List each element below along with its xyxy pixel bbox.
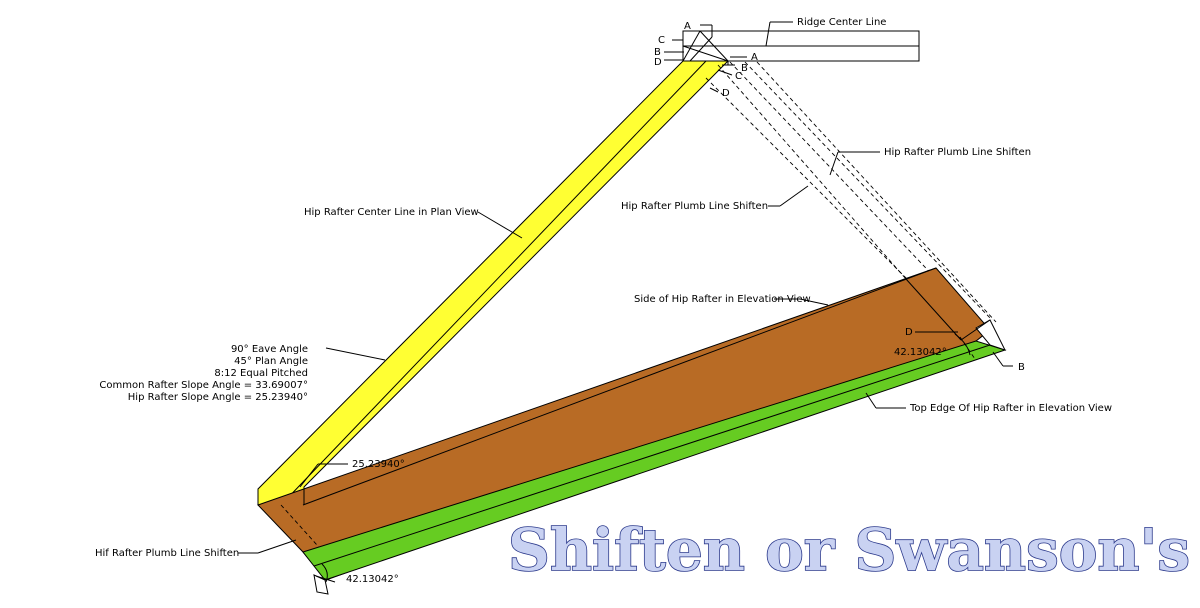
- letter-a-right: A: [751, 52, 758, 63]
- ridge-construction-lines: [664, 24, 747, 93]
- letter-a-top: A: [684, 21, 691, 32]
- label-top-edge-elevation-view: Top Edge Of Hip Rafter in Elevation View: [909, 403, 1112, 414]
- rafter-end-right: [959, 319, 1006, 360]
- ridge-board: [682, 30, 920, 62]
- leader-lines: [238, 21, 1013, 583]
- specification-block: 90° Eave Angle 45° Plan Angle 8:12 Equal…: [99, 344, 308, 403]
- angle-top-right: 42.13042°: [894, 347, 947, 358]
- label-hip-plumb-shiften-right: Hip Rafter Plumb Line Shiften: [884, 147, 1031, 158]
- diagram-labels: Ridge Center Line Hip Rafter Plumb Line …: [95, 17, 1112, 559]
- angle-labels: 25.23940° 42.13042° 42.13042°: [346, 347, 947, 585]
- spec-plan-angle: 45° Plan Angle: [234, 356, 308, 367]
- watermark-title: Shiften or Swanson's: [508, 516, 1190, 584]
- projection-lines: [705, 61, 997, 326]
- angle-hip-slope: 25.23940°: [352, 459, 405, 470]
- label-hif-plumb-shiften: Hif Rafter Plumb Line Shiften: [95, 548, 239, 559]
- letter-d-left: D: [654, 57, 662, 68]
- reference-letters: A C B D A B C D D B: [654, 21, 1025, 373]
- angle-bottom-left: 42.13042°: [346, 574, 399, 585]
- spec-common-slope: Common Rafter Slope Angle = 33.69007°: [99, 380, 308, 391]
- letter-c-right: C: [735, 71, 742, 82]
- spec-hip-slope: Hip Rafter Slope Angle = 25.23940°: [128, 392, 308, 403]
- letter-b-elevation: B: [1018, 362, 1025, 373]
- label-ridge-center-line: Ridge Center Line: [797, 17, 886, 28]
- spec-eave-angle: 90° Eave Angle: [231, 344, 308, 355]
- letter-d-center: D: [722, 88, 730, 99]
- rafter-end-left: [257, 487, 336, 595]
- spec-pitch: 8:12 Equal Pitched: [214, 368, 308, 379]
- letter-c-top: C: [658, 35, 665, 46]
- label-hip-center-plan-view: Hip Rafter Center Line in Plan View: [304, 207, 479, 218]
- letter-b-right: B: [741, 63, 748, 74]
- label-hip-plumb-shiften-mid: Hip Rafter Plumb Line Shiften: [621, 201, 768, 212]
- letter-b-left: B: [654, 47, 661, 58]
- label-side-elevation-view: Side of Hip Rafter in Elevation View: [634, 294, 811, 305]
- letter-d-elevation: D: [905, 327, 913, 338]
